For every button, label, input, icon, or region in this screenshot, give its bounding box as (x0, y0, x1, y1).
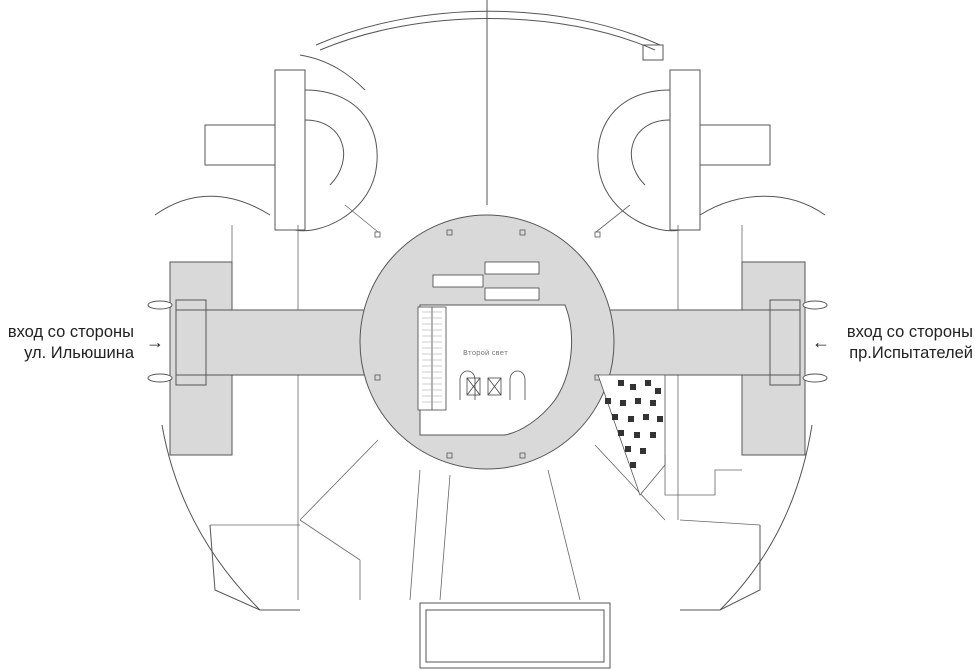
entrance-right-label: вход со стороны пр.Испытателей (808, 322, 975, 364)
elevators (459, 370, 526, 400)
entrance-right-line2: пр.Испытателей (849, 344, 973, 362)
entrance-left-line1: вход со стороны (7, 323, 134, 341)
main-corridor (147, 214, 828, 470)
arrow-right-icon: → (146, 332, 164, 352)
entrance-right-line1: вход со стороны (846, 323, 973, 341)
right-stair-tower (597, 44, 771, 232)
arrow-left-icon: ← (812, 332, 830, 352)
outer-walls (154, 0, 826, 669)
cafe-area (597, 374, 666, 496)
entrance-left-line2: ул. Ильюшина (24, 344, 134, 362)
second-light-label: Второй свет (463, 349, 508, 357)
columns (374, 229, 601, 459)
entrance-left-label: вход со стороны ул. Ильюшина (2, 322, 170, 364)
left-stair-tower (204, 54, 378, 232)
escalators (417, 261, 540, 411)
